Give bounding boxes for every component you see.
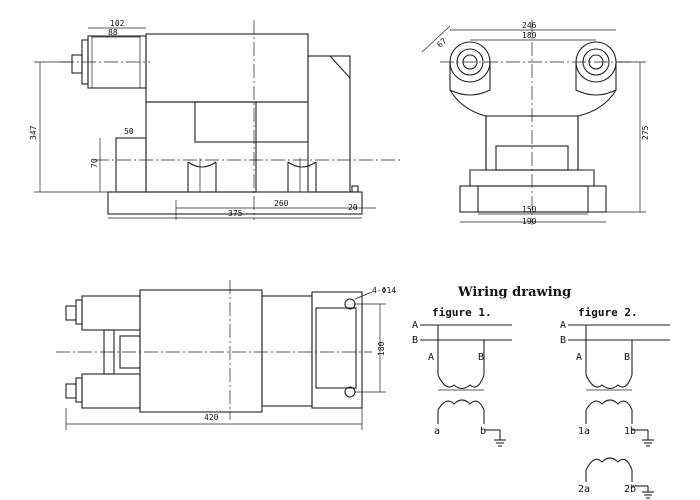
fig2-secondary1-b: 1b: [624, 426, 636, 437]
fig1-line-b: B: [412, 335, 418, 346]
plan-view: 4-Φ14 180 420: [56, 280, 396, 430]
dim-side-base-inner: 150: [522, 205, 537, 214]
fig2-secondary1-a: 1a: [578, 426, 590, 437]
fig1-secondary-b: b: [480, 426, 486, 437]
dim-front-height: 347: [29, 125, 38, 140]
side-view: 246 180 67 275 150 190: [421, 20, 650, 226]
dim-front-base: 375: [228, 209, 243, 218]
dim-side-top-inner: 180: [522, 31, 537, 40]
fig2-secondary2-b: 2b: [624, 484, 636, 495]
fig1-line-a: A: [412, 320, 418, 331]
fig1-primary-b: B: [478, 352, 484, 363]
dim-plan-length: 420: [204, 413, 219, 422]
fig2-primary-b: B: [624, 352, 630, 363]
dim-side-base-outer: 190: [522, 217, 537, 226]
fig2-line-b: B: [560, 335, 566, 346]
fig2-secondary2-a: 2a: [578, 484, 590, 495]
dim-front-mid: 260: [274, 199, 289, 208]
wiring-title: Wiring drawing: [457, 285, 571, 300]
dim-front-box-h: 70: [90, 158, 99, 168]
front-view: 102 88 347 50 70 260 375 20: [29, 19, 400, 220]
dim-side-top-outer: 246: [522, 21, 537, 30]
dim-front-top-outer: 102: [110, 19, 125, 28]
fig1-secondary-a: a: [434, 426, 440, 437]
dim-plan-height: 180: [377, 341, 386, 356]
dim-front-top-inner: 88: [108, 28, 118, 37]
wiring-drawing: Wiring drawing figure 1. A B A B a b fig…: [412, 285, 670, 499]
dim-side-height: 275: [641, 125, 650, 140]
dim-plan-hole: 4-Φ14: [372, 286, 396, 295]
figure2-label: figure 2.: [578, 306, 638, 319]
fig2-primary-a: A: [576, 352, 582, 363]
fig2-line-a: A: [560, 320, 566, 331]
dim-front-box-w: 50: [124, 127, 134, 136]
figure1-label: figure 1.: [432, 306, 492, 319]
fig1-primary-a: A: [428, 352, 434, 363]
dim-front-right-gap: 20: [348, 203, 358, 212]
